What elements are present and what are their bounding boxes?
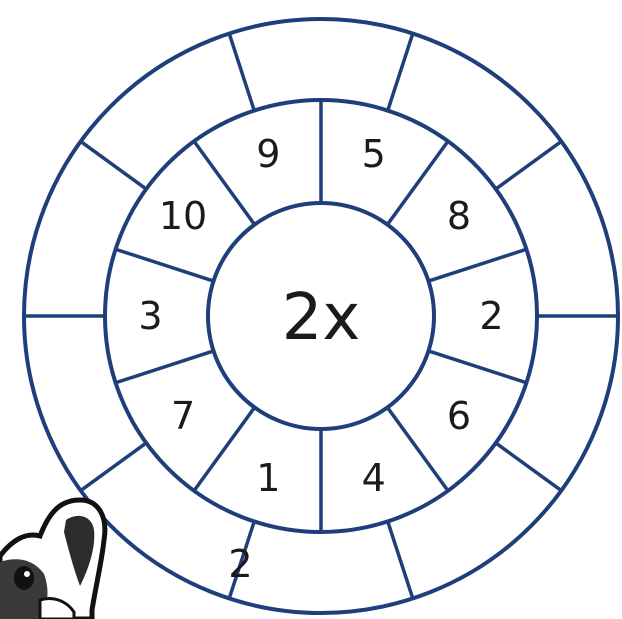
- center-label: 2x: [282, 281, 361, 355]
- factor-number: 3: [138, 294, 162, 338]
- dog-icon: [0, 500, 105, 619]
- factor-number: 4: [362, 456, 386, 500]
- factor-number: 5: [362, 132, 386, 176]
- factor-number: 2: [479, 294, 503, 338]
- factor-number: 1: [256, 456, 280, 500]
- factor-number: 7: [171, 394, 195, 438]
- factor-number: 6: [447, 394, 471, 438]
- factor-number: 8: [447, 194, 471, 238]
- factor-number: 9: [256, 132, 280, 176]
- answer-cells: 2: [228, 542, 252, 586]
- factor-number: 10: [159, 194, 207, 238]
- answer-cell[interactable]: 2: [228, 542, 252, 586]
